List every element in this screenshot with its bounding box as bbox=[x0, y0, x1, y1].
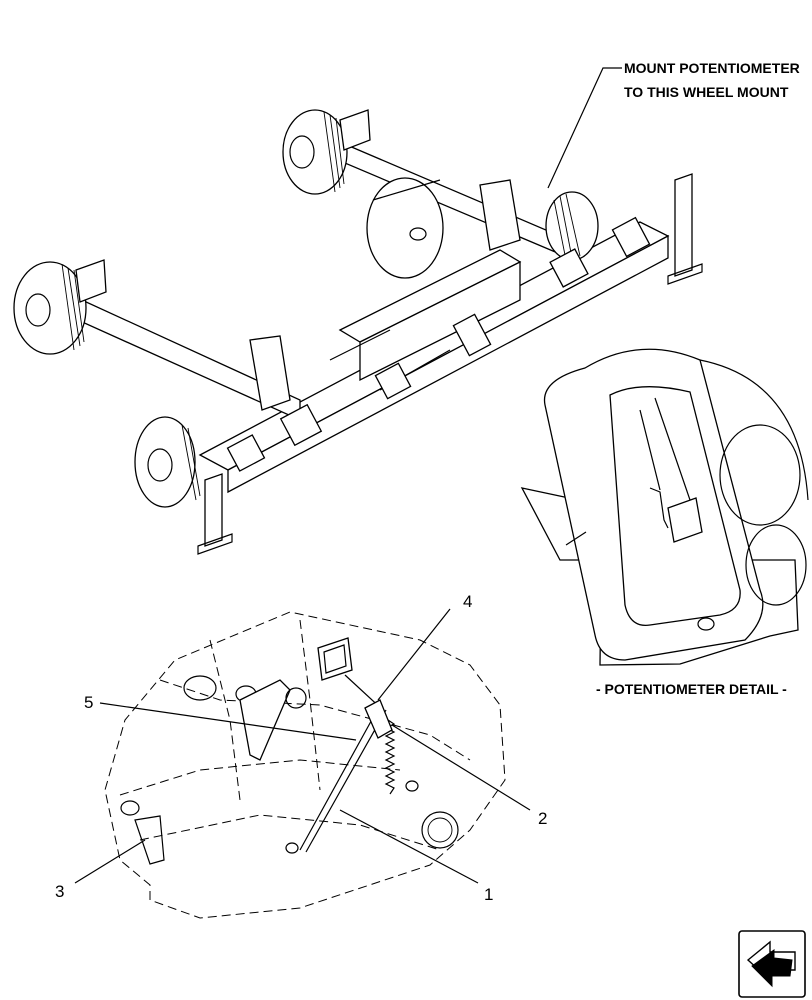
detail-caption: - POTENTIOMETER DETAIL - bbox=[596, 681, 787, 697]
row-unit-brackets bbox=[226, 179, 651, 472]
callout-line-2: TO THIS WHEEL MOUNT bbox=[624, 84, 789, 100]
item-number-5: 5 bbox=[84, 693, 93, 712]
item-number-4: 4 bbox=[463, 592, 472, 611]
next-page-arrow-icon[interactable] bbox=[738, 930, 806, 998]
mount-callout: MOUNT POTENTIOMETER TO THIS WHEEL MOUNT bbox=[547, 60, 800, 189]
wheel-rear-upper bbox=[282, 109, 371, 195]
callout-line-1: MOUNT POTENTIOMETER bbox=[624, 60, 800, 76]
item-number-2: 2 bbox=[538, 809, 547, 828]
spring bbox=[384, 719, 396, 795]
linkage-closeup-view: 4 5 2 1 3 bbox=[55, 592, 547, 919]
item-number-3: 3 bbox=[55, 882, 64, 901]
frame-standards bbox=[197, 173, 703, 555]
wheel-right-mount bbox=[545, 191, 599, 261]
wheel-front-lower bbox=[134, 416, 201, 508]
wheel-left bbox=[13, 259, 107, 355]
item-number-1: 1 bbox=[484, 885, 493, 904]
potentiometer-detail-view: - POTENTIOMETER DETAIL - bbox=[520, 348, 809, 697]
toolbar-frame-drawing bbox=[13, 109, 703, 555]
